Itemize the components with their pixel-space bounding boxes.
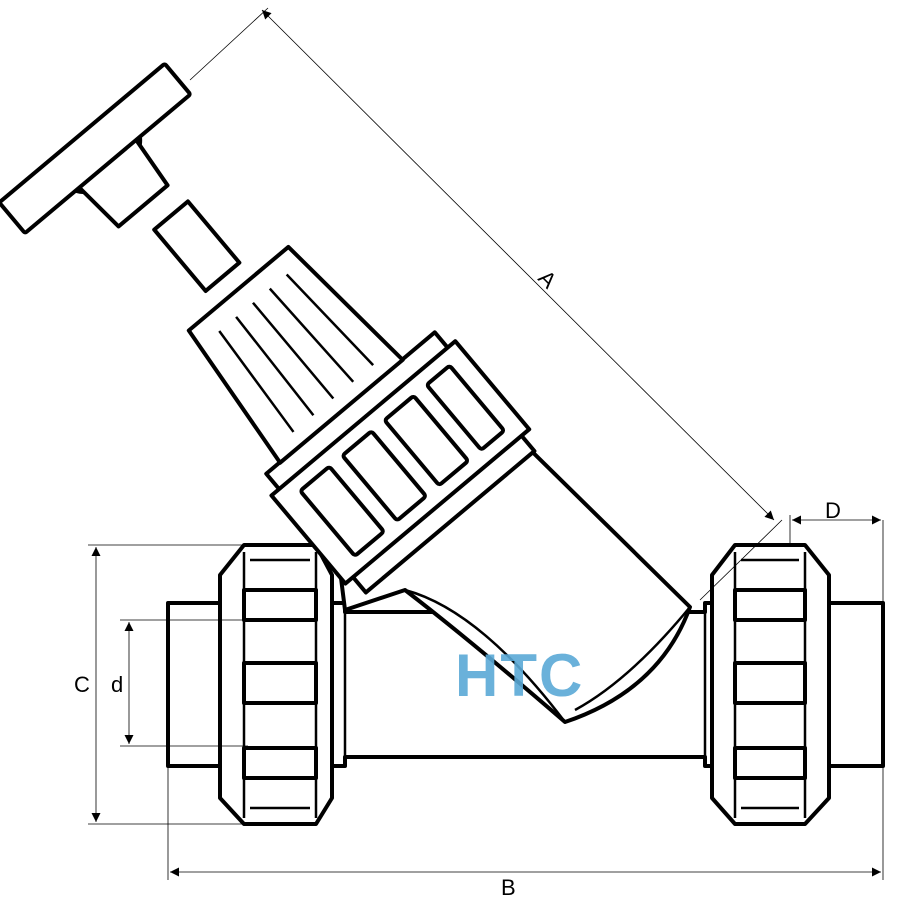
htc-watermark: HTC	[455, 642, 584, 709]
label-a: A	[533, 265, 561, 293]
watermark-text: HTC	[455, 642, 584, 709]
label-b: B	[501, 875, 516, 900]
label-d-large: D	[825, 498, 841, 523]
label-d-small: d	[111, 672, 123, 697]
label-c: C	[74, 672, 90, 697]
handwheel	[0, 62, 192, 235]
dimension-a-line	[261, 9, 775, 521]
dimension-lines	[88, 7, 884, 880]
right-union-nut	[710, 543, 831, 826]
left-union-nut	[218, 543, 334, 826]
valve-stem	[152, 199, 242, 293]
